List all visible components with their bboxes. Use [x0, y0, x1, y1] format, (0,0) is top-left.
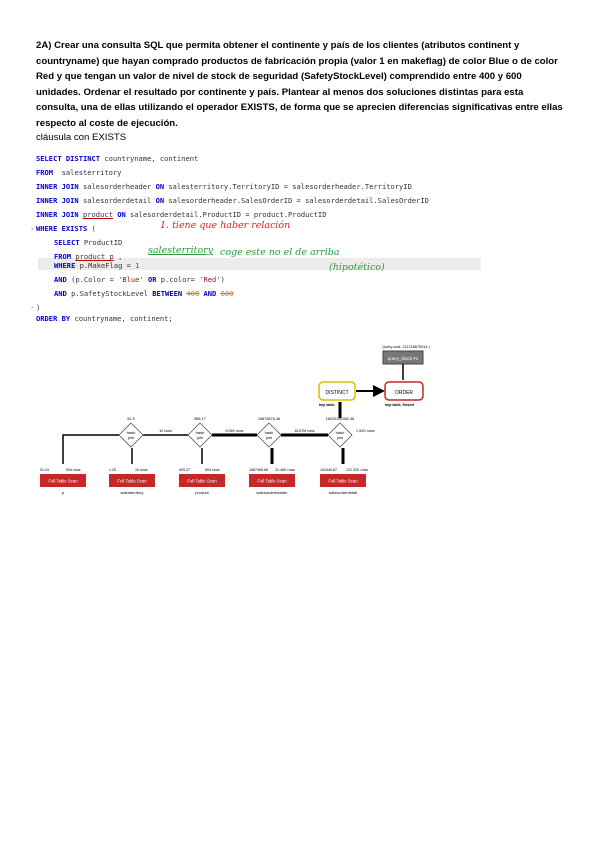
handwritten-note-2b: coge este no el de arriba [220, 247, 340, 258]
scan-table-name: salesterritory [121, 490, 144, 495]
join-label: join [127, 435, 134, 440]
scan-rows: 31.46K rows [275, 468, 295, 472]
sql-line-9: WHERE p.MakeFlag = 1 [54, 261, 140, 270]
hash-join-node [118, 422, 144, 448]
handwritten-note-2a: salesterritory [148, 245, 214, 256]
full-table-scan-node [179, 474, 225, 487]
join-label: hash [127, 430, 136, 435]
handwritten-note-1: 1. tiene que haber relación [160, 220, 291, 231]
hash-join-node [187, 422, 213, 448]
sql-line-8: FROM product p , [54, 252, 123, 261]
join-rows: 10 rows [159, 429, 172, 433]
full-table-scan-node [249, 474, 295, 487]
join-rows: 1.92G rows [356, 429, 375, 433]
sql-line-10: AND (p.Color = 'Blue' OR p.color= 'Red') [54, 275, 225, 284]
distinct-sub: tmp table [319, 403, 335, 407]
scan-label: Full Table Scan [328, 479, 358, 484]
join-label: hash [196, 430, 205, 435]
order-sub: tmp table, filesort [385, 403, 415, 407]
join-cost: 15876876.46 [258, 417, 280, 421]
handwritten-note-2c: (hipotético) [329, 262, 385, 273]
execution-plan-diagram: Query cost: 211216679014.| query_block #… [40, 345, 430, 495]
sql-line-7: SELECT ProductID [54, 238, 123, 247]
scan-rows: 10 rows [135, 468, 148, 472]
order-label: ORDER [395, 390, 413, 396]
sql-line-2: FROM salesterritory [36, 168, 122, 177]
scan-table-name: salesorderdetail [329, 490, 357, 495]
join-cost: 16020152462.48 [326, 417, 355, 421]
full-table-scan-node [320, 474, 366, 487]
hash-join-node [256, 422, 282, 448]
scan-table-name: salesorderheader [256, 490, 288, 495]
line-highlight [38, 258, 481, 270]
scan-rows: 504 rows [205, 468, 220, 472]
scan-rows: 504 rows [66, 468, 81, 472]
scan-label: Full Table Scan [187, 479, 217, 484]
join-label: hash [336, 430, 345, 435]
query-cost: Query cost: 211216679014.| [382, 345, 430, 349]
sql-line-5: INNER JOIN product ON salesorderdetail.P… [36, 210, 327, 219]
scan-rows: 121.32K rows [346, 468, 368, 472]
scan-cost: 505.27 [179, 468, 190, 472]
sql-code-block: SELECT DISTINCT countryname, continent F… [30, 150, 481, 323]
scan-cost: 192449.87 [320, 468, 337, 472]
sql-line-11: AND p.SafetyStockLevel BETWEEN 400 AND 6… [54, 289, 234, 298]
full-table-scan-node [40, 474, 86, 487]
sql-line-3: INNER JOIN salesorderheader ON salesterr… [36, 182, 412, 191]
scan-cost: 1.25 [109, 468, 116, 472]
sql-line-4: INNER JOIN salesorderdetail ON salesorde… [36, 196, 429, 205]
hash-join-node [327, 422, 353, 448]
scan-label: Full Table Scan [48, 479, 78, 484]
join-rows: 15.87M rows [294, 429, 315, 433]
edge-scan-p [62, 434, 119, 464]
sql-line-13: ORDER BY countryname, continent; [36, 314, 173, 323]
distinct-label: DISTINCT [325, 390, 348, 396]
join-cost: 52.9 [127, 417, 134, 421]
join-label: join [265, 435, 272, 440]
sql-line-1: SELECT DISTINCT countryname, continent [36, 154, 199, 163]
full-table-scan-node [109, 474, 155, 487]
question-text: 2A) Crear una consulta SQL que permita o… [36, 40, 563, 129]
join-label: hash [265, 430, 274, 435]
scan-label: Full Table Scan [257, 479, 287, 484]
subtitle: cláusula con EXISTS [36, 132, 127, 143]
scan-label: Full Table Scan [117, 479, 147, 484]
scan-cost: 1887468.68 [249, 468, 268, 472]
scan-table-name: p [62, 490, 65, 495]
join-label: join [196, 435, 203, 440]
order-node [384, 381, 424, 401]
sql-line-12: ·) [30, 303, 41, 312]
join-label: join [336, 435, 343, 440]
scan-table-name: product [195, 490, 209, 495]
join-cost: 556.17 [194, 417, 206, 421]
join-rows: 5.04K rows [226, 429, 244, 433]
distinct-node [318, 381, 356, 401]
sql-line-6: ›WHERE EXISTS ( [30, 224, 96, 233]
query-block-label: query_block #1 [388, 356, 419, 361]
scan-cost: 51.04 [40, 468, 49, 472]
